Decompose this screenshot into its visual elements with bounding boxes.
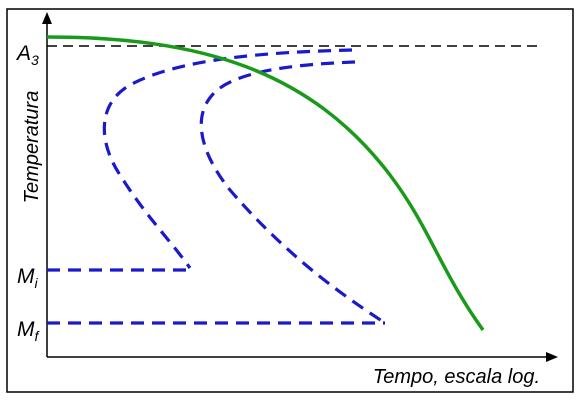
x-axis-label: Tempo, escala log.: [373, 366, 540, 388]
mf-label-main: M: [17, 318, 35, 341]
x-axis-arrow: [546, 352, 558, 362]
transformation-end-curve: [199, 60, 386, 325]
cooling-curve: [46, 35, 485, 332]
a3-label: A3: [15, 42, 39, 68]
y-axis-arrow: [42, 12, 52, 24]
transformation-start-curve: [102, 48, 353, 269]
mi-label-sub: i: [35, 275, 39, 291]
mi-label-main: M: [17, 265, 35, 288]
y-axis-label: Temperatura: [21, 91, 43, 204]
mi-label: Mi: [17, 265, 39, 291]
a3-label-main: A: [15, 42, 31, 65]
diagram-frame: [6, 8, 574, 393]
a3-label-sub: 3: [31, 52, 39, 68]
mf-label-sub: f: [35, 328, 41, 344]
mf-label: Mf: [17, 318, 41, 344]
